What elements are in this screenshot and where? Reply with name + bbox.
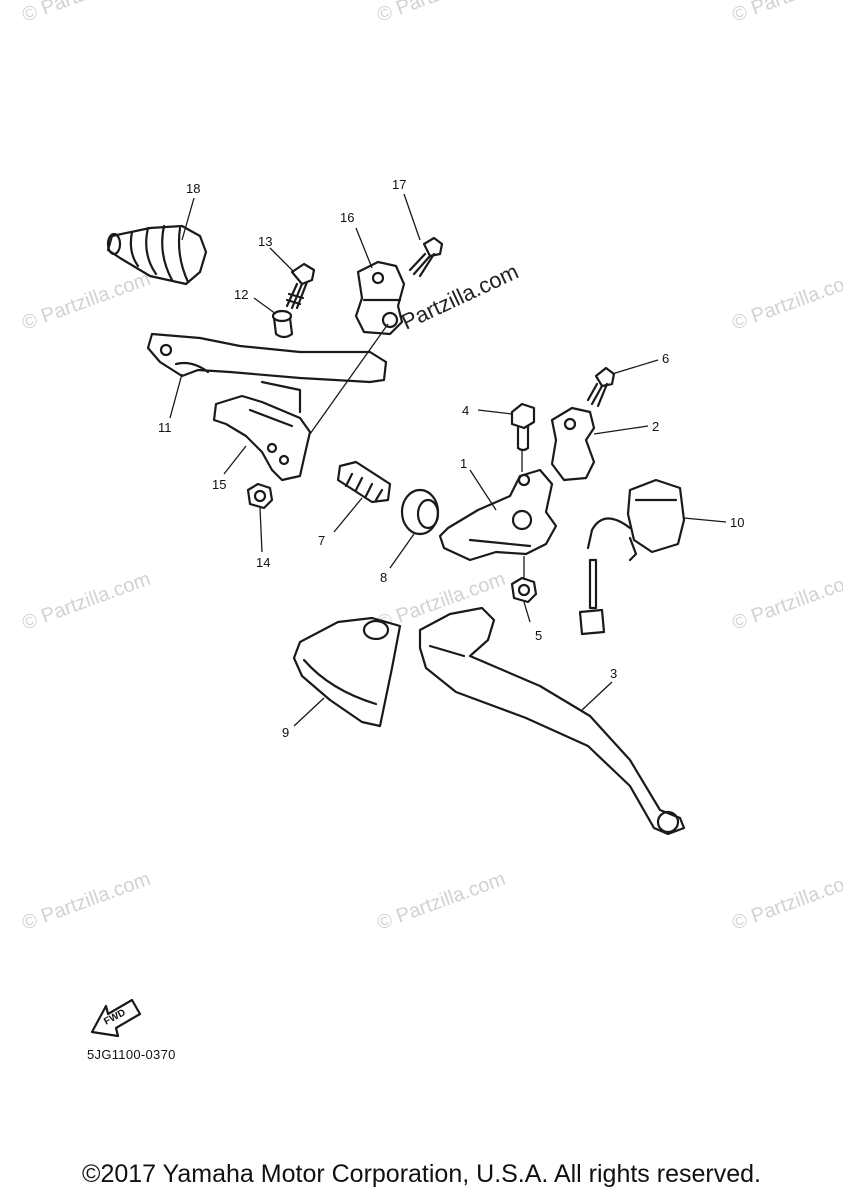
part-14-nut: [246, 482, 274, 510]
part-8-locknut: [400, 488, 440, 536]
watermark: © Partzilla.com: [19, 0, 153, 27]
watermark-layer: © Partzilla.com © Partzilla.com © Partzi…: [19, 0, 843, 935]
callout-5: 5: [535, 628, 542, 643]
watermark: © Partzilla.com: [19, 268, 153, 335]
part-2-holder: [550, 406, 596, 482]
callout-11: 11: [158, 420, 172, 435]
callout-14: 14: [256, 555, 270, 570]
part-16-holder: [354, 260, 406, 336]
part-7-adjuster: [336, 460, 392, 504]
callout-10: 10: [730, 515, 744, 530]
callout-17: 17: [392, 177, 406, 192]
part-18-boot: [106, 224, 208, 286]
callout-labels: 18 17 16 13 12 11 15 14 7 8 1 4 2 6 10 5…: [158, 177, 744, 740]
watermark: © Partzilla.com: [374, 0, 508, 27]
part-17-screw: [408, 236, 444, 278]
part-13-bolt: [285, 262, 316, 310]
diagram-code: 5JG1100-0370: [87, 1047, 176, 1062]
callout-8: 8: [380, 570, 387, 585]
part-1-lever-holder: [438, 468, 558, 562]
part-15-bracket: [212, 380, 312, 482]
watermark: © Partzilla.com: [729, 568, 843, 635]
part-4-bolt: [510, 402, 536, 452]
fwd-arrow-icon: FWD: [90, 998, 142, 1038]
watermark: © Partzilla.com: [729, 868, 843, 935]
callout-18: 18: [186, 181, 200, 196]
callout-4: 4: [462, 403, 469, 418]
callout-16: 16: [340, 210, 354, 225]
part-10-switch: [578, 478, 686, 636]
watermark: © Partzilla.com: [19, 568, 153, 635]
part-3-clutch-lever: [418, 606, 686, 836]
watermark: © Partzilla.com: [729, 0, 843, 27]
callout-2: 2: [652, 419, 659, 434]
callout-6: 6: [662, 351, 669, 366]
part-11-lever: [146, 332, 388, 384]
callout-12: 12: [234, 287, 248, 302]
leader-lines: [169, 193, 727, 727]
callout-7: 7: [318, 533, 325, 548]
callout-9: 9: [282, 725, 289, 740]
watermark: © Partzilla.com: [19, 868, 153, 935]
callout-13: 13: [258, 234, 272, 249]
watermark: © Partzilla.com: [729, 268, 843, 335]
part-9-cover: [292, 616, 402, 728]
part-6-screw: [586, 366, 616, 408]
part-12-collar: [271, 309, 294, 339]
callout-3: 3: [610, 666, 617, 681]
copyright-notice: ©2017 Yamaha Motor Corporation, U.S.A. A…: [82, 1160, 761, 1188]
callout-1: 1: [460, 456, 467, 471]
watermark: © Partzilla.com: [374, 868, 508, 935]
callout-15: 15: [212, 477, 226, 492]
part-5-nut: [510, 576, 538, 604]
